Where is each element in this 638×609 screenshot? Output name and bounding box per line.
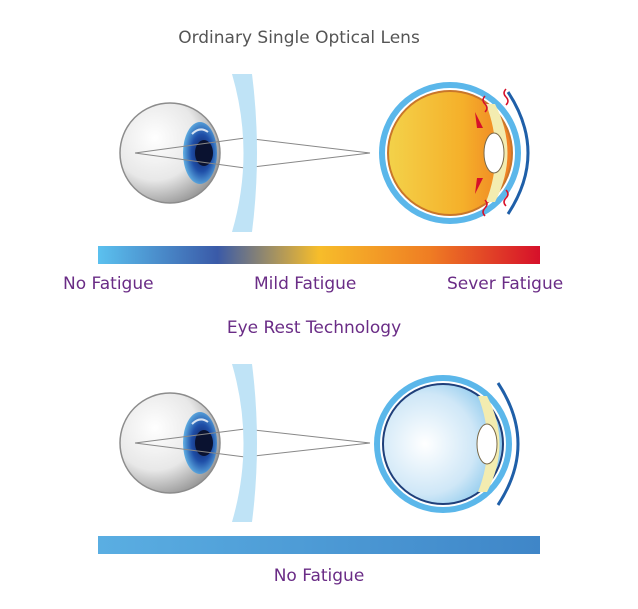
- ordinary-lens-title: Ordinary Single Optical Lens: [178, 28, 420, 48]
- no-fatigue-bar: [98, 536, 540, 554]
- eye-rest-result-label: No Fatigue: [273, 566, 365, 586]
- eye-rest-title: Eye Rest Technology: [226, 318, 402, 338]
- scale-label-mid: Mild Fatigue: [254, 274, 357, 294]
- scale-label-low: No Fatigue: [63, 274, 154, 294]
- light-rays-2: [134, 428, 371, 458]
- concave-lens-icon: [232, 74, 257, 232]
- concave-lens-icon-2: [232, 364, 257, 522]
- viewer-eye-icon-2: [119, 392, 221, 494]
- relaxed-eye-icon: [374, 375, 520, 513]
- scale-label-high: Sever Fatigue: [447, 274, 564, 294]
- fatigue-scale-bar: [98, 246, 540, 264]
- light-rays: [134, 137, 371, 169]
- strained-eye-icon: [379, 82, 530, 224]
- viewer-eye-icon: [119, 102, 221, 204]
